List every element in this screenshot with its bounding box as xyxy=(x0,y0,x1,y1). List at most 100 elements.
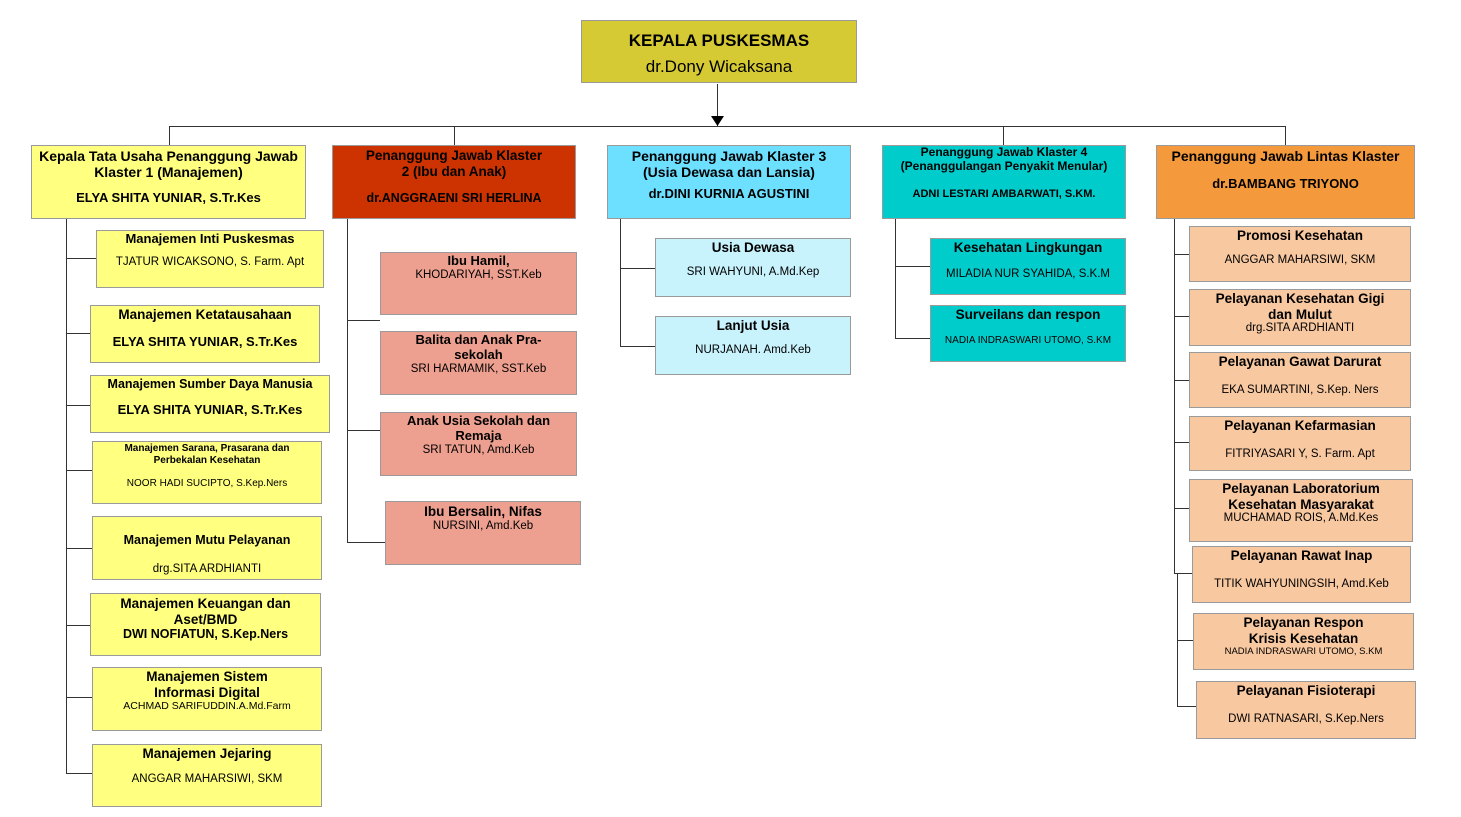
k1-item-title: Manajemen Sumber Daya Manusia xyxy=(107,377,313,391)
k1-item: Manajemen Mutu Pelayanan drg.SITA ARDHIA… xyxy=(92,516,322,580)
k1-tick xyxy=(66,470,92,471)
k5-header: Penanggung Jawab Lintas Klaster dr.BAMBA… xyxy=(1156,145,1415,219)
k2-name: dr.ANGGRAENI SRI HERLINA xyxy=(366,191,542,206)
k1-item-name: drg.SITA ARDHIANTI xyxy=(152,563,262,576)
k1-item: Manajemen Keuangan dan Aset/BMD DWI NOFI… xyxy=(90,593,321,656)
k2-item: Ibu Bersalin, Nifas NURSINI, Amd.Keb xyxy=(385,501,581,565)
k5-tick xyxy=(1177,706,1196,707)
k2-item-title: Ibu Hamil, xyxy=(447,253,510,268)
k1-tick xyxy=(66,625,90,626)
k5-item: Pelayanan Kefarmasian FITRIYASARI Y, S. … xyxy=(1189,416,1411,471)
k2-spine xyxy=(347,219,348,542)
k3-item: Usia Dewasa SRI WAHYUNI, A.Md.Kep xyxy=(655,238,851,297)
k4-item: Surveilans dan respon NADIA INDRASWARI U… xyxy=(930,305,1126,362)
k5-name: dr.BAMBANG TRIYONO xyxy=(1212,176,1359,192)
k5-item-name: MUCHAMAD ROIS, A.Md.Kes xyxy=(1223,512,1379,525)
k4-title: Penanggung Jawab Klaster 4 (Penanggulang… xyxy=(900,145,1108,173)
k5-item-name: TITIK WAHYUNINGSIH, Amd.Keb xyxy=(1214,577,1389,590)
k2-item: Anak Usia Sekolah dan Remaja SRI TATUN, … xyxy=(380,412,577,476)
k1-item-name: DWI NOFIATUN, S.Kep.Ners xyxy=(122,627,289,642)
k1-item-name: ELYA SHITA YUNIAR, S.Tr.Kes xyxy=(112,333,298,349)
k1-item: Manajemen Sistem Informasi Digital ACHMA… xyxy=(92,667,322,731)
k5-item-title: Promosi Kesehatan xyxy=(1236,228,1364,243)
k1-item-title: Manajemen Keuangan dan Aset/BMD xyxy=(120,596,291,627)
k5-title: Penanggung Jawab Lintas Klaster xyxy=(1171,148,1400,164)
k3-tick xyxy=(620,268,655,269)
k1-item-title: Manajemen Sistem Informasi Digital xyxy=(146,669,268,700)
k5-item-title: Pelayanan Gawat Darurat xyxy=(1218,354,1382,369)
k3-name: dr.DINI KURNIA AGUSTINI xyxy=(648,186,810,202)
k5-item-name: NADIA INDRASWARI UTOMO, S.KM xyxy=(1224,646,1383,658)
head-title: KEPALA PUSKESMAS xyxy=(628,31,810,50)
k1-item: Manajemen Ketatausahaan ELYA SHITA YUNIA… xyxy=(90,305,320,363)
k1-name: ELYA SHITA YUNIAR, S.Tr.Kes xyxy=(76,190,261,206)
k1-item-name: ACHMAD SARIFUDDIN.A.Md.Farm xyxy=(123,700,291,713)
k5-tick xyxy=(1174,508,1189,509)
k2-header: Penanggung Jawab Klaster 2 (Ibu dan Anak… xyxy=(332,145,576,219)
k1-item: Manajemen Jejaring ANGGAR MAHARSIWI, SKM xyxy=(92,744,322,807)
drop-k4 xyxy=(1003,126,1004,146)
k1-title: Kepala Tata Usaha Penanggung Jawab Klast… xyxy=(39,148,298,181)
k5-tick xyxy=(1174,380,1189,381)
arrow-head-icon xyxy=(711,116,724,126)
k3-item: Lanjut Usia NURJANAH. Amd.Keb xyxy=(655,316,851,375)
k5-item-title: Pelayanan Kefarmasian xyxy=(1224,418,1376,433)
k3-tick xyxy=(620,346,655,347)
k4-item-name: MILADIA NUR SYAHIDA, S.K.M xyxy=(945,267,1110,280)
k5-item: Pelayanan Laboratorium Kesehatan Masyara… xyxy=(1189,479,1413,542)
k5-item: Pelayanan Fisioterapi DWI RATNASARI, S.K… xyxy=(1196,681,1416,739)
k3-item-name: SRI WAHYUNI, A.Md.Kep xyxy=(686,265,820,278)
k2-item: Balita dan Anak Pra-sekolah SRI HARMAMIK… xyxy=(380,331,577,395)
k5-item: Pelayanan Gawat Darurat EKA SUMARTINI, S… xyxy=(1189,352,1411,408)
k5-item-title: Pelayanan Rawat Inap xyxy=(1230,548,1373,563)
drop-k1 xyxy=(169,126,170,146)
head-box: KEPALA PUSKESMAS dr.Dony Wicaksana xyxy=(581,20,857,83)
k1-item: Manajemen Sumber Daya Manusia ELYA SHITA… xyxy=(90,375,330,433)
k4-name: ADNI LESTARI AMBARWATI, S.KM. xyxy=(912,187,1096,200)
k4-spine xyxy=(895,219,896,338)
k2-item-name: KHODARIYAH, SST.Keb xyxy=(415,268,542,281)
k4-item-name: NADIA INDRASWARI UTOMO, S.KM xyxy=(944,334,1112,346)
head-connector xyxy=(717,84,718,126)
k5-spine xyxy=(1174,219,1175,573)
k3-item-title: Usia Dewasa xyxy=(711,240,795,255)
k1-item-name: ELYA SHITA YUNIAR, S.Tr.Kes xyxy=(117,402,303,418)
k5-spine-lower xyxy=(1177,573,1178,706)
k5-tick xyxy=(1174,316,1189,317)
k5-item-name: DWI RATNASARI, S.Kep.Ners xyxy=(1228,712,1384,725)
k5-item-title: Pelayanan Fisioterapi xyxy=(1236,683,1376,698)
k3-item-name: NURJANAH. Amd.Keb xyxy=(695,343,811,356)
k5-tick xyxy=(1174,442,1189,443)
k5-item-name: ANGGAR MAHARSIWI, SKM xyxy=(1224,253,1376,266)
drop-k2 xyxy=(454,126,455,146)
k2-item-name: SRI HARMAMIK, SST.Keb xyxy=(410,362,547,375)
k2-title: Penanggung Jawab Klaster 2 (Ibu dan Anak… xyxy=(365,148,543,179)
k4-item-title: Kesehatan Lingkungan xyxy=(953,240,1103,255)
k1-item-title: Manajemen Inti Puskesmas xyxy=(125,231,295,246)
k5-item-title: Pelayanan Laboratorium Kesehatan Masyara… xyxy=(1222,481,1380,512)
k1-item-title: Manajemen Ketatausahaan xyxy=(118,307,292,322)
k1-tick xyxy=(66,405,90,406)
k5-item: Pelayanan Rawat Inap TITIK WAHYUNINGSIH,… xyxy=(1192,546,1411,603)
k3-title: Penanggung Jawab Klaster 3 (Usia Dewasa … xyxy=(631,148,827,181)
k2-item-title: Anak Usia Sekolah dan Remaja xyxy=(406,413,551,443)
k2-tick xyxy=(347,430,380,431)
k5-tick xyxy=(1174,254,1189,255)
k1-spine xyxy=(66,219,67,773)
k2-item-name: NURSINI, Amd.Keb xyxy=(432,519,534,532)
k2-item-name: SRI TATUN, Amd.Keb xyxy=(422,443,535,456)
k5-item-name: EKA SUMARTINI, S.Kep. Ners xyxy=(1221,383,1379,396)
drop-k5 xyxy=(1285,126,1286,146)
k5-item-title: Pelayanan Respon Krisis Kesehatan xyxy=(1243,615,1364,646)
k4-item-title: Surveilans dan respon xyxy=(955,307,1101,322)
k1-header: Kepala Tata Usaha Penanggung Jawab Klast… xyxy=(31,145,306,219)
k1-item-name: TJATUR WICAKSONO, S. Farm. Apt xyxy=(115,255,305,268)
k5-item-title: Pelayanan Kesehatan Gigi dan Mulut xyxy=(1215,291,1385,322)
k1-item-name: ANGGAR MAHARSIWI, SKM xyxy=(131,772,283,785)
k3-header: Penanggung Jawab Klaster 3 (Usia Dewasa … xyxy=(607,145,851,219)
k1-item-title: Manajemen Mutu Pelayanan xyxy=(123,533,291,547)
k2-item-title: Ibu Bersalin, Nifas xyxy=(424,504,542,519)
k1-item-title: Manajemen Sarana, Prasarana dan Perbekal… xyxy=(124,443,290,466)
k2-tick xyxy=(347,320,380,321)
k2-item-title: Balita dan Anak Pra-sekolah xyxy=(415,332,542,362)
